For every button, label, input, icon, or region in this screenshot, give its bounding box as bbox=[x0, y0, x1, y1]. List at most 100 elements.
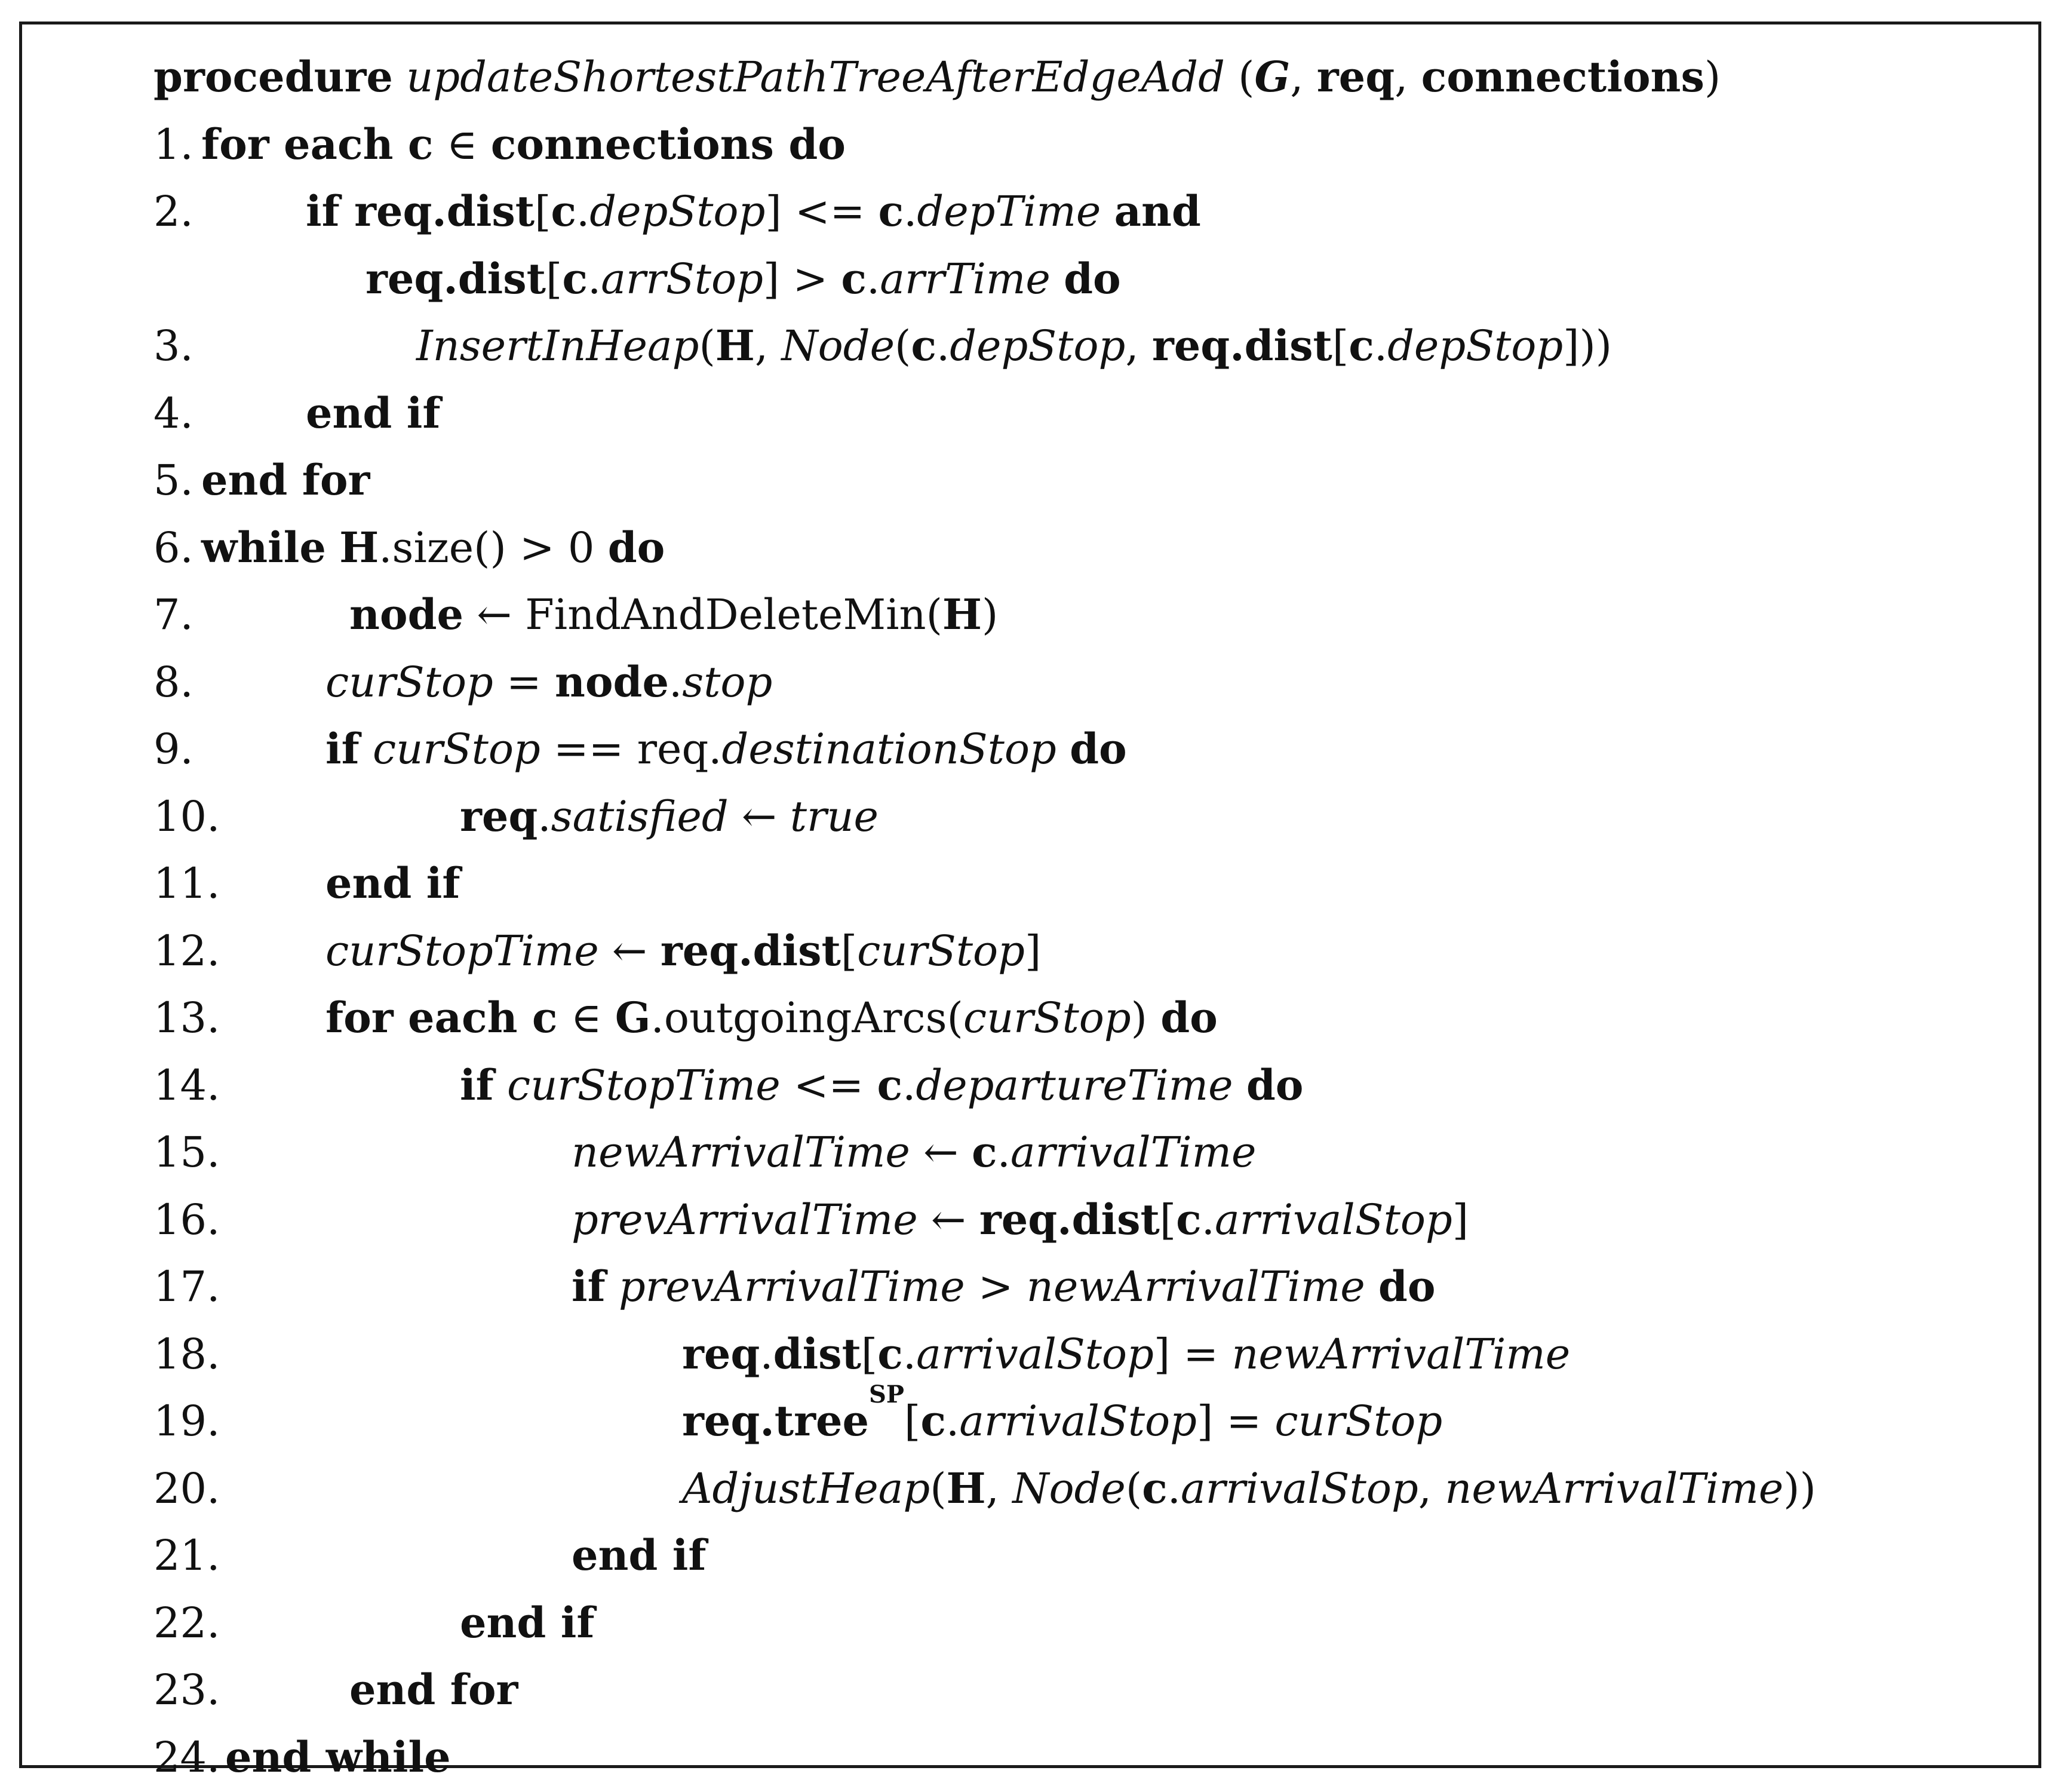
line-number: 2. bbox=[153, 187, 194, 236]
code-token bbox=[326, 523, 339, 572]
code-token: req bbox=[460, 791, 538, 841]
code-token: . bbox=[945, 1397, 960, 1446]
code-token: stop bbox=[682, 657, 773, 707]
line-number: 24. bbox=[153, 1732, 220, 1782]
code-token: . bbox=[997, 1128, 1010, 1177]
code-token bbox=[393, 53, 406, 102]
code-token: . bbox=[538, 791, 551, 841]
code-statement: curStop = node.stop bbox=[325, 649, 772, 716]
code-token: end if bbox=[325, 858, 460, 908]
code-token: req.dist bbox=[979, 1194, 1160, 1244]
line-number: 7. bbox=[153, 590, 194, 639]
code-token: updateShortestPathTreeAfterEdgeAdd bbox=[406, 53, 1225, 102]
code-token: end for bbox=[349, 1665, 518, 1714]
code-statement: end for bbox=[349, 1656, 518, 1723]
code-token: end while bbox=[225, 1732, 451, 1782]
code-statement: req.dist[c.arrivalStop] = newArrivalTime bbox=[682, 1321, 1570, 1388]
code-token: ( bbox=[930, 1463, 947, 1513]
code-token: ] = bbox=[1153, 1329, 1232, 1379]
code-token: connections do bbox=[490, 119, 846, 169]
code-token bbox=[1056, 725, 1070, 774]
code-token: == req. bbox=[540, 725, 722, 774]
code-token: curStopTime bbox=[325, 926, 599, 975]
code-token: . bbox=[669, 657, 683, 707]
code-statement: end for bbox=[201, 447, 370, 514]
code-token: , bbox=[1418, 1463, 1445, 1513]
code-statement: end while bbox=[225, 1724, 451, 1791]
code-token bbox=[494, 1061, 507, 1110]
code-statement: end if bbox=[325, 850, 460, 917]
code-token: ( bbox=[1224, 53, 1255, 102]
code-token: , bbox=[1125, 321, 1152, 370]
code-statement: if prevArrivalTime > newArrivalTime do bbox=[572, 1253, 1436, 1320]
code-token: if bbox=[460, 1060, 494, 1110]
code-token: ( bbox=[699, 321, 715, 370]
code-statement: while H.size() > 0 do bbox=[201, 514, 665, 581]
code-token: G bbox=[1254, 52, 1291, 102]
code-token: c bbox=[911, 321, 936, 370]
code-token: arrivalStop bbox=[916, 1329, 1154, 1379]
code-token: newArrivalTime bbox=[1231, 1329, 1571, 1379]
code-token: . bbox=[1201, 1195, 1215, 1244]
code-token: [ bbox=[1159, 1195, 1177, 1244]
code-token: InsertInHeap bbox=[416, 321, 699, 370]
code-token: and bbox=[1114, 186, 1201, 236]
line-number: 1. bbox=[153, 119, 194, 169]
code-token: do bbox=[1246, 1060, 1304, 1110]
code-token: ← bbox=[728, 791, 790, 841]
code-token: do bbox=[607, 522, 665, 572]
code-token: while bbox=[201, 522, 326, 572]
code-token: > bbox=[965, 1262, 1027, 1311]
line-number: 15. bbox=[153, 1128, 220, 1177]
code-token: AdjustHeap bbox=[682, 1463, 930, 1513]
code-token: ( bbox=[1125, 1463, 1142, 1513]
code-token: H bbox=[339, 522, 379, 572]
code-token: depTime bbox=[917, 187, 1101, 236]
code-token: for each c bbox=[201, 119, 434, 169]
line-number: 8. bbox=[153, 657, 194, 707]
code-token: curStop bbox=[963, 993, 1131, 1042]
algorithm-box: procedure updateShortestPathTreeAfterEdg… bbox=[19, 22, 2041, 1782]
code-token bbox=[1051, 254, 1064, 303]
line-number: 23. bbox=[153, 1665, 220, 1714]
code-token: . bbox=[904, 187, 917, 236]
code-token: G bbox=[615, 993, 651, 1042]
code-token: end if bbox=[460, 1597, 595, 1647]
line-number: 11. bbox=[153, 859, 220, 908]
code-token: . bbox=[576, 187, 590, 236]
code-statement: if req.dist[c.depStop] <= c.depTime and bbox=[306, 178, 1201, 245]
code-token: arrStop bbox=[601, 254, 763, 303]
code-token: ← bbox=[598, 926, 661, 975]
code-token: true bbox=[790, 791, 879, 841]
code-token: connections bbox=[1421, 52, 1704, 102]
code-statement: newArrivalTime ← c.arrivalTime bbox=[572, 1119, 1256, 1186]
code-token: c bbox=[551, 186, 577, 236]
code-token: arrivalStop bbox=[959, 1397, 1197, 1446]
code-token: = bbox=[493, 657, 555, 707]
code-token bbox=[1101, 187, 1114, 236]
code-token: arrivalStop bbox=[1215, 1195, 1452, 1244]
code-statement: InsertInHeap(H, Node(c.depStop, req.dist… bbox=[416, 312, 1612, 379]
code-token: ← FindAndDeleteMin( bbox=[463, 590, 942, 639]
code-token: end if bbox=[306, 388, 441, 438]
code-statement: AdjustHeap(H, Node(c.arrivalStop, newArr… bbox=[682, 1455, 1816, 1522]
code-token: prevArrivalTime bbox=[618, 1262, 965, 1311]
code-token: . bbox=[587, 254, 601, 303]
code-token: H bbox=[942, 590, 982, 639]
line-number: 18. bbox=[153, 1329, 220, 1379]
code-token: ] = bbox=[1196, 1397, 1275, 1446]
code-token: do bbox=[1378, 1262, 1436, 1311]
code-statement: req.treeSP[c.arrivalStop] = curStop bbox=[682, 1383, 1442, 1455]
code-token: req.dist bbox=[660, 925, 841, 975]
code-token: arrivalTime bbox=[1010, 1128, 1257, 1177]
code-token: ← bbox=[917, 1195, 979, 1244]
line-number: 19. bbox=[153, 1397, 220, 1446]
line-number: 5. bbox=[153, 456, 194, 505]
code-token bbox=[1365, 1262, 1378, 1311]
code-token: [ bbox=[546, 254, 563, 303]
code-token: req.dist bbox=[366, 253, 546, 303]
line-number: 21. bbox=[153, 1531, 220, 1580]
code-token: newArrivalTime bbox=[1445, 1463, 1784, 1513]
code-token: arrTime bbox=[880, 254, 1051, 303]
code-token: ] bbox=[1452, 1195, 1469, 1244]
